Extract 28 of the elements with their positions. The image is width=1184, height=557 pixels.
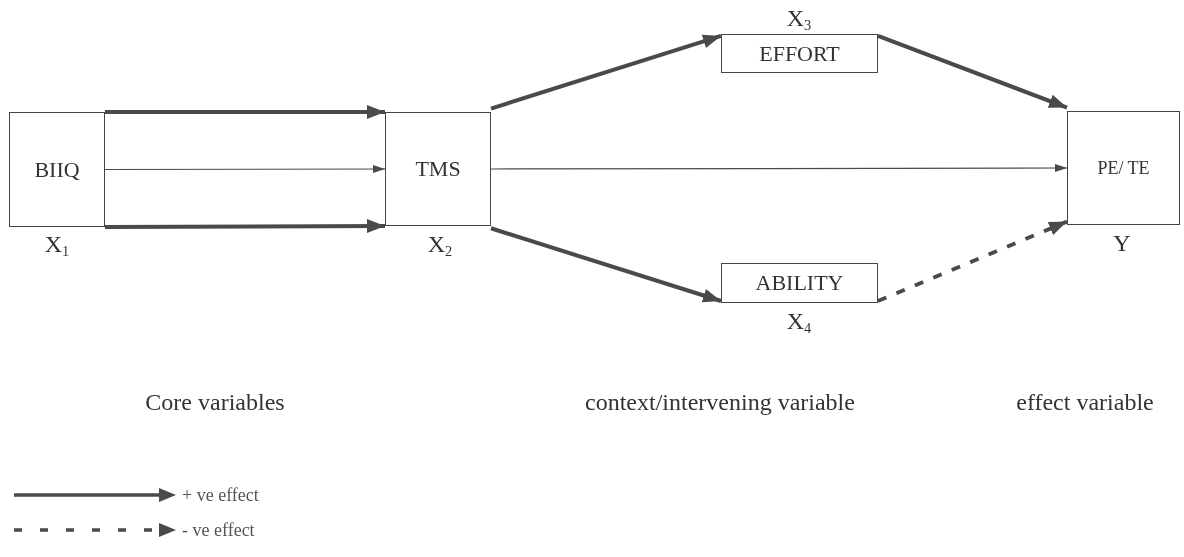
- variable-box: [1067, 111, 1180, 225]
- legend-label: - ve effect: [182, 521, 255, 539]
- variable-symbol: X$_{4}$: [786, 309, 812, 335]
- column-caption: context/intervening variable: [585, 390, 855, 414]
- variable-name: PE/ TE: [1097, 159, 1150, 177]
- variable-name: ABILITY: [755, 272, 844, 294]
- variable-name: EFFORT: [759, 42, 840, 65]
- variable-box: [385, 112, 491, 226]
- arrow: [490, 34, 722, 111]
- arrow: [490, 164, 1068, 172]
- column-caption: effect variable: [1016, 390, 1154, 414]
- dashed-arrow: [877, 219, 1068, 303]
- variable-symbol: X$_{2}$: [427, 232, 453, 258]
- variable-box: [721, 263, 878, 303]
- legend-label: + ve effect: [182, 486, 259, 504]
- column-caption: Core variables: [145, 390, 285, 414]
- variable-box: [721, 34, 878, 73]
- variable-box: [9, 112, 105, 227]
- variable-symbol: X$_{3}$: [786, 6, 812, 32]
- arrow: [877, 34, 1068, 110]
- variable-name: BIIQ: [34, 158, 80, 181]
- variable-name: TMS: [415, 158, 461, 180]
- arrow: [104, 165, 386, 173]
- variable-symbol: X$_{1}$: [44, 232, 70, 258]
- arrow: [105, 105, 385, 119]
- variable-symbol: Y: [1113, 231, 1131, 255]
- arrow: [490, 226, 722, 303]
- arrow: [105, 219, 385, 234]
